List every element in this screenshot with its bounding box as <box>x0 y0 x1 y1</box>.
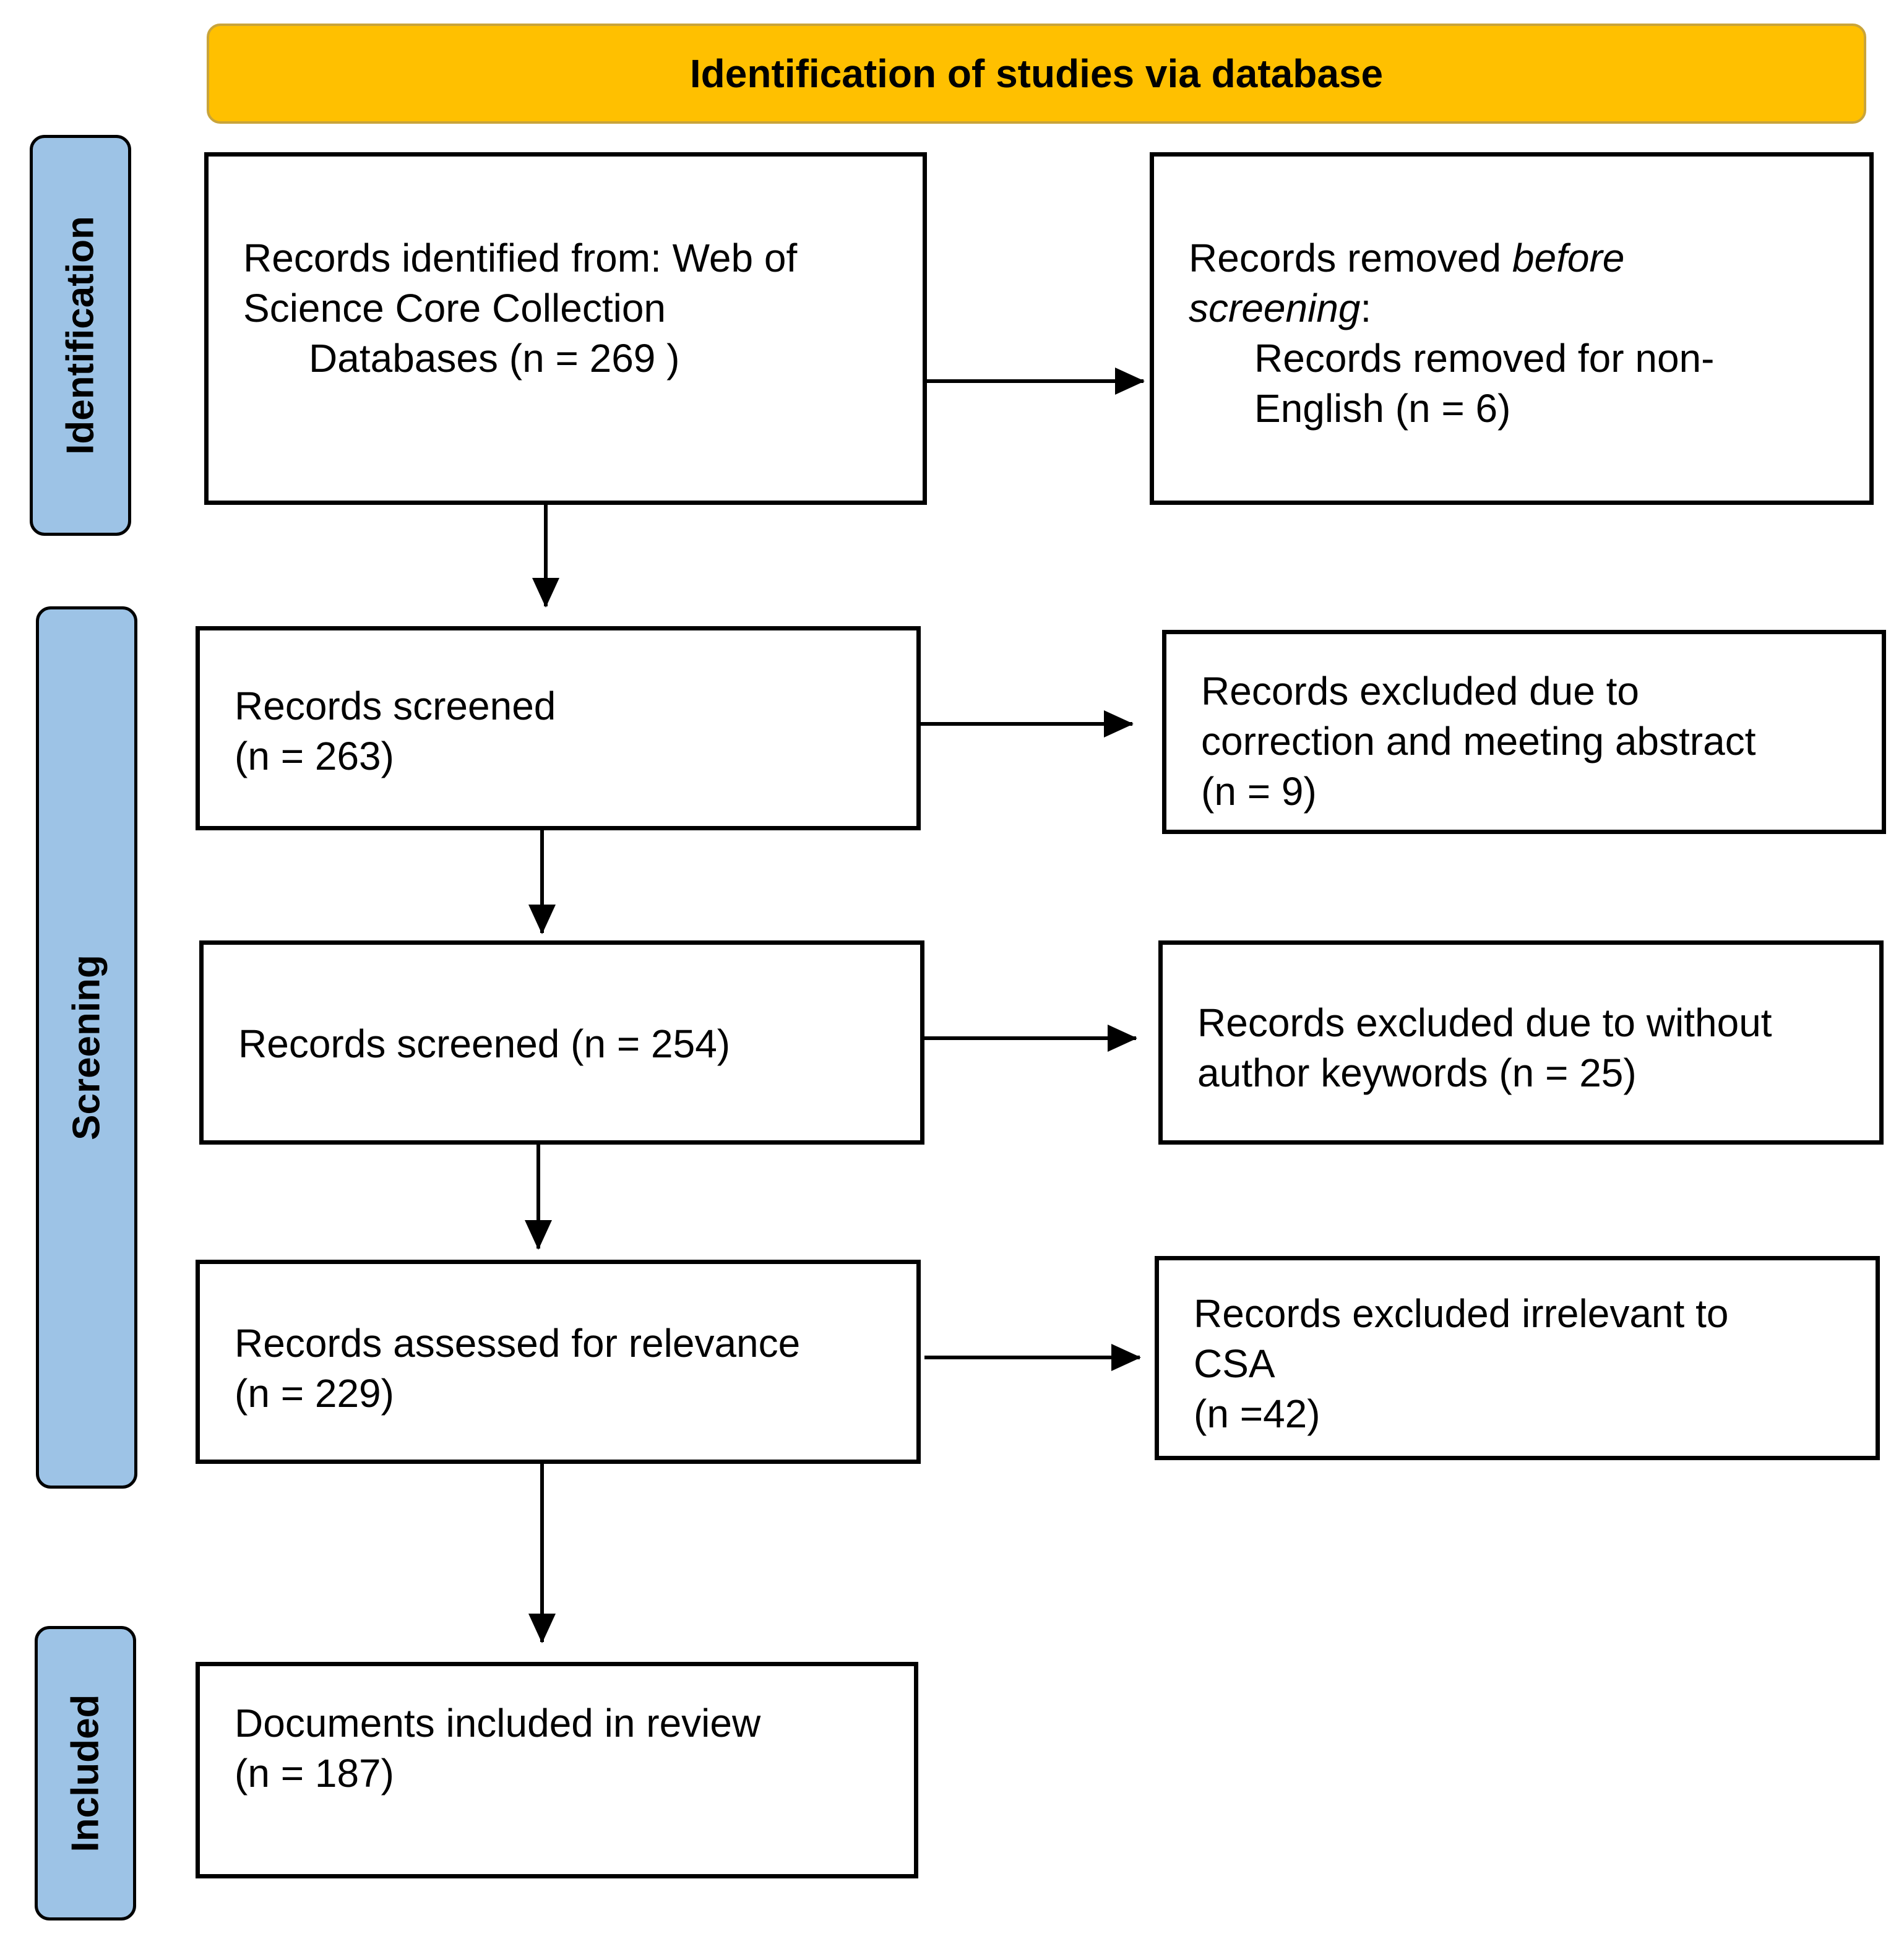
records-screened-box-2: Records screened (n = 254) <box>199 940 924 1145</box>
records-assessed-box: Records assessed for relevance (n = 229) <box>196 1260 921 1464</box>
records-screened-2-line1: Records screened (n = 254) <box>238 1021 731 1066</box>
records-excluded-3-line2: CSA <box>1194 1341 1275 1386</box>
records-excluded-box-3: Records excluded irrelevant to CSA (n =4… <box>1155 1256 1880 1460</box>
records-excluded-2-line2: author keywords (n = 25) <box>1197 1051 1637 1095</box>
records-screened-1-line1: Records screened <box>235 684 556 728</box>
records-removed-line2: screening: <box>1189 283 1371 333</box>
records-removed-line4: English (n = 6) <box>1254 386 1511 431</box>
records-removed-line3: Records removed for non- <box>1254 336 1715 381</box>
records-excluded-1-line1: Records excluded due to <box>1201 669 1639 713</box>
phase-tab-identification: Identification <box>30 135 131 536</box>
records-removed-line2-suffix: : <box>1360 286 1372 330</box>
records-assessed-line1: Records assessed for relevance <box>235 1321 801 1366</box>
records-assessed-line2: (n = 229) <box>235 1371 394 1416</box>
records-screened-box-1: Records screened (n = 263) <box>196 626 921 830</box>
records-excluded-3-line1: Records excluded irrelevant to <box>1194 1291 1729 1336</box>
header-title: Identification of studies via database <box>689 51 1384 96</box>
records-removed-box: Records removed before screening: Record… <box>1150 152 1874 505</box>
records-excluded-1-line3: (n = 9) <box>1201 769 1317 814</box>
records-excluded-box-1: Records excluded due to correction and m… <box>1162 630 1886 834</box>
records-removed-line1-prefix: Records removed <box>1189 236 1512 280</box>
records-identified-line1: Records identified from: Web of <box>243 236 798 280</box>
records-excluded-box-2: Records excluded due to without author k… <box>1158 940 1884 1145</box>
records-identified-box: Records identified from: Web of Science … <box>204 152 927 505</box>
records-excluded-2-line1: Records excluded due to without <box>1197 1000 1772 1045</box>
records-removed-line1: Records removed before <box>1189 233 1624 283</box>
records-excluded-1-line2: correction and meeting abstract <box>1201 719 1756 763</box>
phase-tab-screening: Screening <box>36 606 137 1489</box>
documents-included-line1: Documents included in review <box>235 1701 761 1745</box>
documents-included-line2: (n = 187) <box>235 1751 394 1796</box>
records-removed-line1-italic: before <box>1512 236 1625 280</box>
records-removed-line2-italic: screening <box>1189 286 1361 330</box>
phase-tab-included: Included <box>35 1626 136 1920</box>
header-banner: Identification of studies via database <box>207 24 1866 124</box>
records-identified-line2: Science Core Collection <box>243 286 666 330</box>
records-identified-line3: Databases (n = 269 ) <box>309 336 680 381</box>
records-excluded-3-line3: (n =42) <box>1194 1391 1320 1436</box>
documents-included-box: Documents included in review (n = 187) <box>196 1662 918 1878</box>
records-screened-1-line2: (n = 263) <box>235 734 394 778</box>
